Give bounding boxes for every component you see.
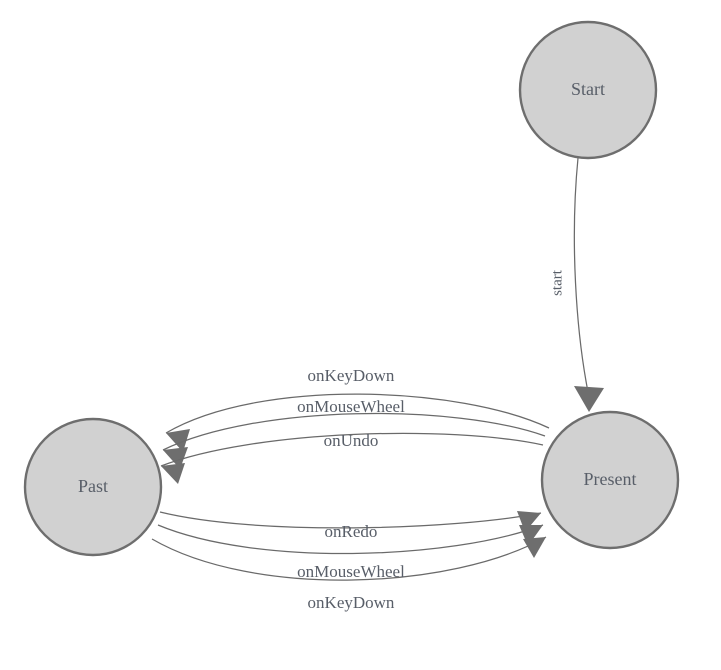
edge-past-to-present-onmousewheel[interactable] [157, 524, 544, 555]
edge-path-onmousewheel-bottom [157, 524, 544, 555]
edge-path-onmousewheel-top [162, 412, 546, 451]
edge-label-present-past-onundo: onUndo [324, 431, 379, 450]
arrowhead-icon [166, 429, 190, 452]
edge-label-present-past-onkeydown: onKeyDown [308, 366, 395, 385]
state-node-start[interactable]: Start [518, 20, 658, 160]
edge-path-onundo [160, 432, 544, 467]
edge-path-onredo [159, 511, 542, 529]
edge-label-start: start [549, 269, 565, 296]
state-node-past[interactable]: Past [23, 417, 163, 557]
state-node-present-label: Present [584, 469, 637, 489]
edge-label-past-present-onredo: onRedo [325, 522, 378, 541]
edge-present-to-past-onundo[interactable] [160, 432, 544, 484]
arrowhead-icon [574, 386, 604, 412]
edge-label-present-past-onmousewheel: onMouseWheel [297, 397, 405, 416]
edge-path-start [573, 157, 589, 393]
state-node-start-circle [518, 20, 658, 160]
edge-start-to-present[interactable] [573, 157, 604, 412]
state-node-present[interactable]: Present [540, 410, 680, 550]
edge-past-to-present-onkeydown[interactable] [151, 536, 547, 581]
edge-label-past-present-onmousewheel: onMouseWheel [297, 562, 405, 581]
arrowhead-icon [523, 537, 546, 558]
state-node-present-circle [540, 410, 680, 550]
edge-label-past-present-onkeydown: onKeyDown [308, 593, 395, 612]
arrowhead-icon [519, 525, 543, 546]
edge-path-onkeydown-top [165, 393, 550, 434]
state-node-start-label: Start [571, 79, 605, 99]
edge-path-onkeydown-bottom [151, 536, 547, 581]
state-node-past-label: Past [78, 476, 108, 496]
edge-present-to-past-onkeydown[interactable] [165, 393, 550, 452]
arrowhead-icon [161, 463, 185, 484]
state-node-past-circle [23, 417, 163, 557]
